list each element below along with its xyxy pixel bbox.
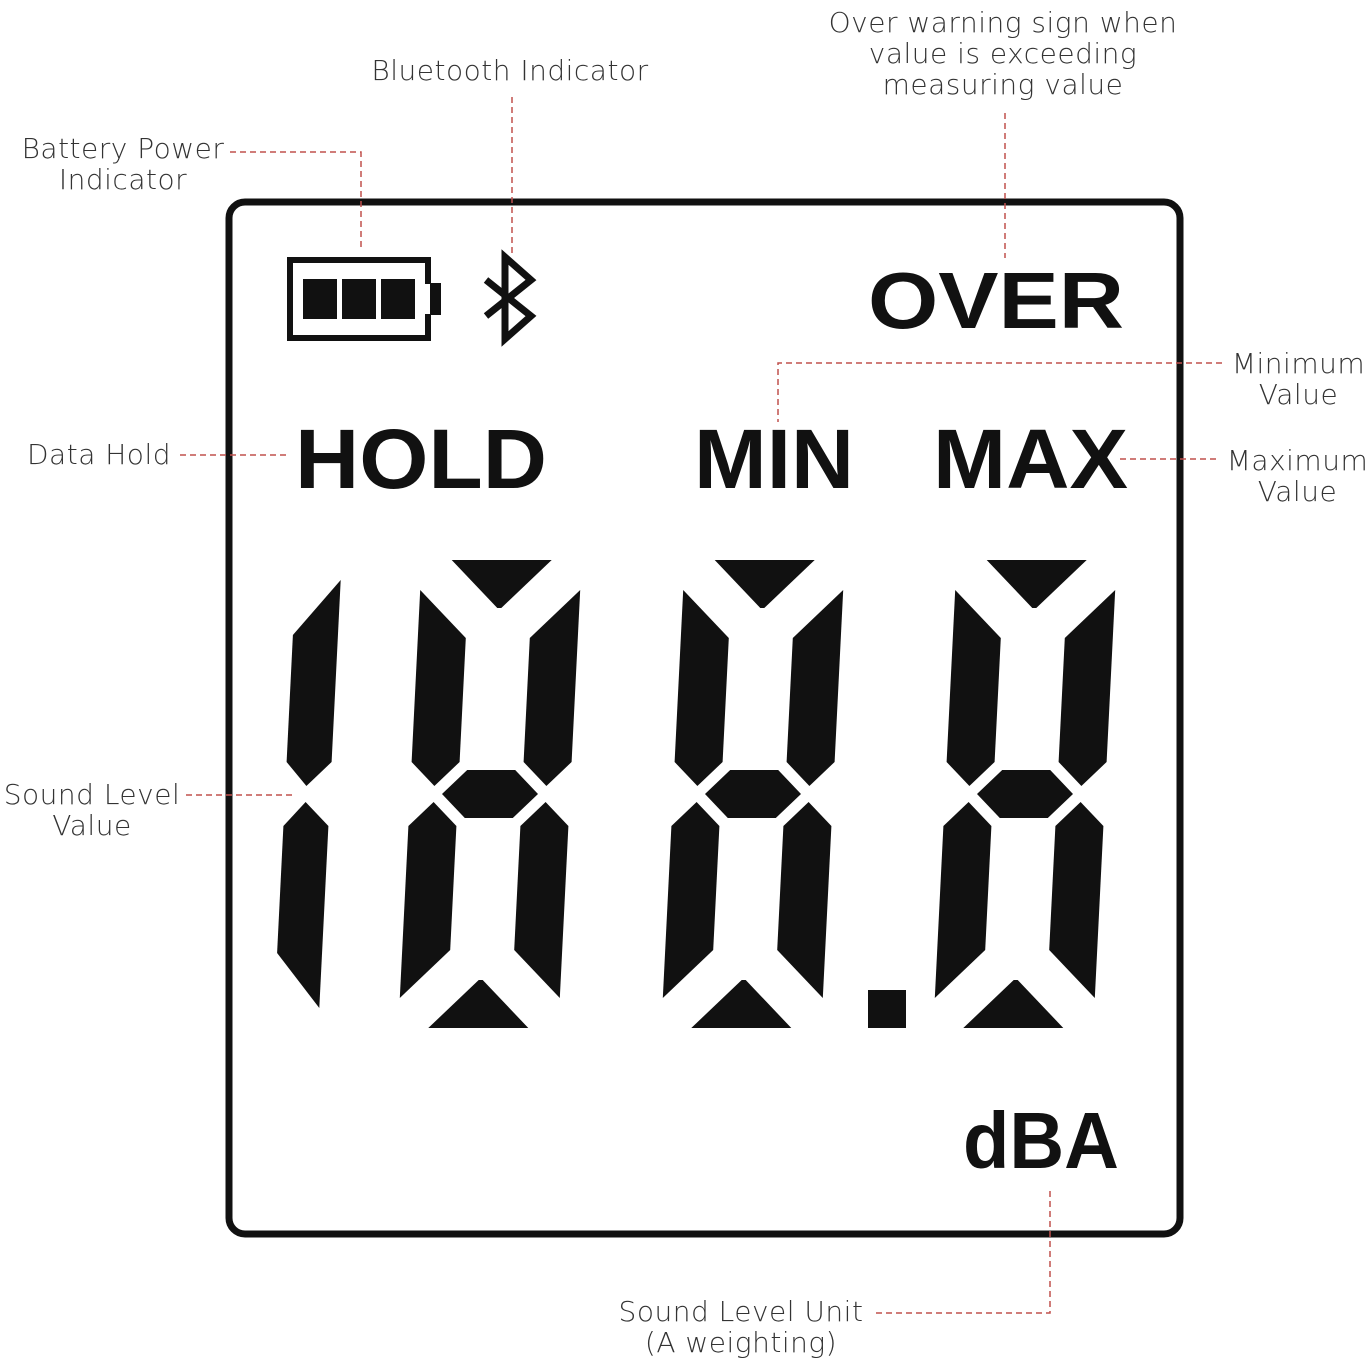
battery-bar-3 <box>381 279 415 319</box>
bluetooth-icon <box>483 249 537 347</box>
battery-bar-2 <box>342 279 376 319</box>
callout-over-line2: value is exceeding <box>868 37 1138 70</box>
callout-over-line1: Over warning sign when <box>828 6 1178 39</box>
digit-3-segment-e <box>934 802 992 998</box>
digit-3-segment-f <box>946 590 1001 786</box>
digit-2-segment-e <box>662 802 720 998</box>
lcd-frame <box>225 198 1184 1238</box>
callout-unit: Sound Level Unit (A weighting) <box>610 1296 872 1358</box>
callout-unit-line2: (A weighting) <box>644 1326 838 1359</box>
leader-lines <box>180 97 1222 1314</box>
callout-over-line3: measuring value <box>882 68 1124 101</box>
digit-1-segment-d <box>428 980 529 1028</box>
digit-1-segment-f <box>411 590 466 786</box>
digit-2-segment-c <box>777 802 832 998</box>
digit-1-segment-b <box>523 590 581 786</box>
battery-full-icon <box>287 257 441 341</box>
callout-sound-level-line1: Sound Level <box>3 778 181 811</box>
callout-minimum-line2: Value <box>1258 378 1339 411</box>
leader-minimum <box>777 362 1222 422</box>
callout-bluetooth-line1: Bluetooth Indicator <box>371 54 649 87</box>
digit-3-segment-c <box>1049 802 1104 998</box>
digit-0-segment-b <box>286 580 341 786</box>
leader-battery <box>230 151 362 250</box>
digit-2-segment-b <box>786 590 844 786</box>
digit-2-segment-a <box>714 560 815 608</box>
callout-sound-level: Sound Level Value <box>0 779 184 841</box>
over-indicator: OVER <box>868 256 1124 345</box>
callout-battery-line1: Battery Power <box>21 132 225 165</box>
leader-unit <box>876 1190 1051 1314</box>
digit-0-segment-c <box>277 802 329 1008</box>
battery-terminal <box>430 283 441 315</box>
digit-1-segment-a <box>451 560 552 608</box>
digit-3-segment-d <box>963 980 1064 1028</box>
callout-maximum: Maximum Value <box>1224 445 1371 507</box>
digit-3-segment-g <box>977 770 1073 818</box>
decimal-point <box>868 990 906 1028</box>
digit-2-segment-d <box>691 980 792 1028</box>
digit-1-segment-c <box>514 802 569 998</box>
callout-battery: Battery Power Indicator <box>16 133 230 195</box>
digit-2-segment-f <box>674 590 729 786</box>
callout-maximum-line2: Value <box>1257 475 1338 508</box>
callout-maximum-line1: Maximum <box>1226 444 1369 477</box>
unit-indicator: dBA <box>963 1096 1119 1185</box>
digit-3-segment-b <box>1058 590 1116 786</box>
digit-3-segment-a <box>986 560 1087 608</box>
digit-1-segment-e <box>399 802 457 998</box>
callout-hold: Data Hold <box>18 439 180 470</box>
callout-bluetooth: Bluetooth Indicator <box>360 55 660 86</box>
max-indicator: MAX <box>933 412 1128 506</box>
digit-1-segment-g <box>442 770 538 818</box>
callout-battery-line2: Indicator <box>58 163 188 196</box>
callout-sound-level-line2: Value <box>52 809 132 842</box>
min-indicator: MIN <box>694 412 854 506</box>
callout-minimum-line1: Minimum <box>1231 347 1366 380</box>
battery-outline <box>287 257 431 341</box>
callout-minimum: Minimum Value <box>1226 348 1371 410</box>
callout-unit-line1: Sound Level Unit <box>618 1295 864 1328</box>
digit-2-segment-g <box>705 770 801 818</box>
callout-hold-line1: Data Hold <box>27 438 171 471</box>
hold-indicator: HOLD <box>295 412 547 506</box>
sound-level-reading <box>277 560 1116 1028</box>
battery-bar-1 <box>303 279 337 319</box>
callout-over: Over warning sign when value is exceedin… <box>812 7 1194 100</box>
